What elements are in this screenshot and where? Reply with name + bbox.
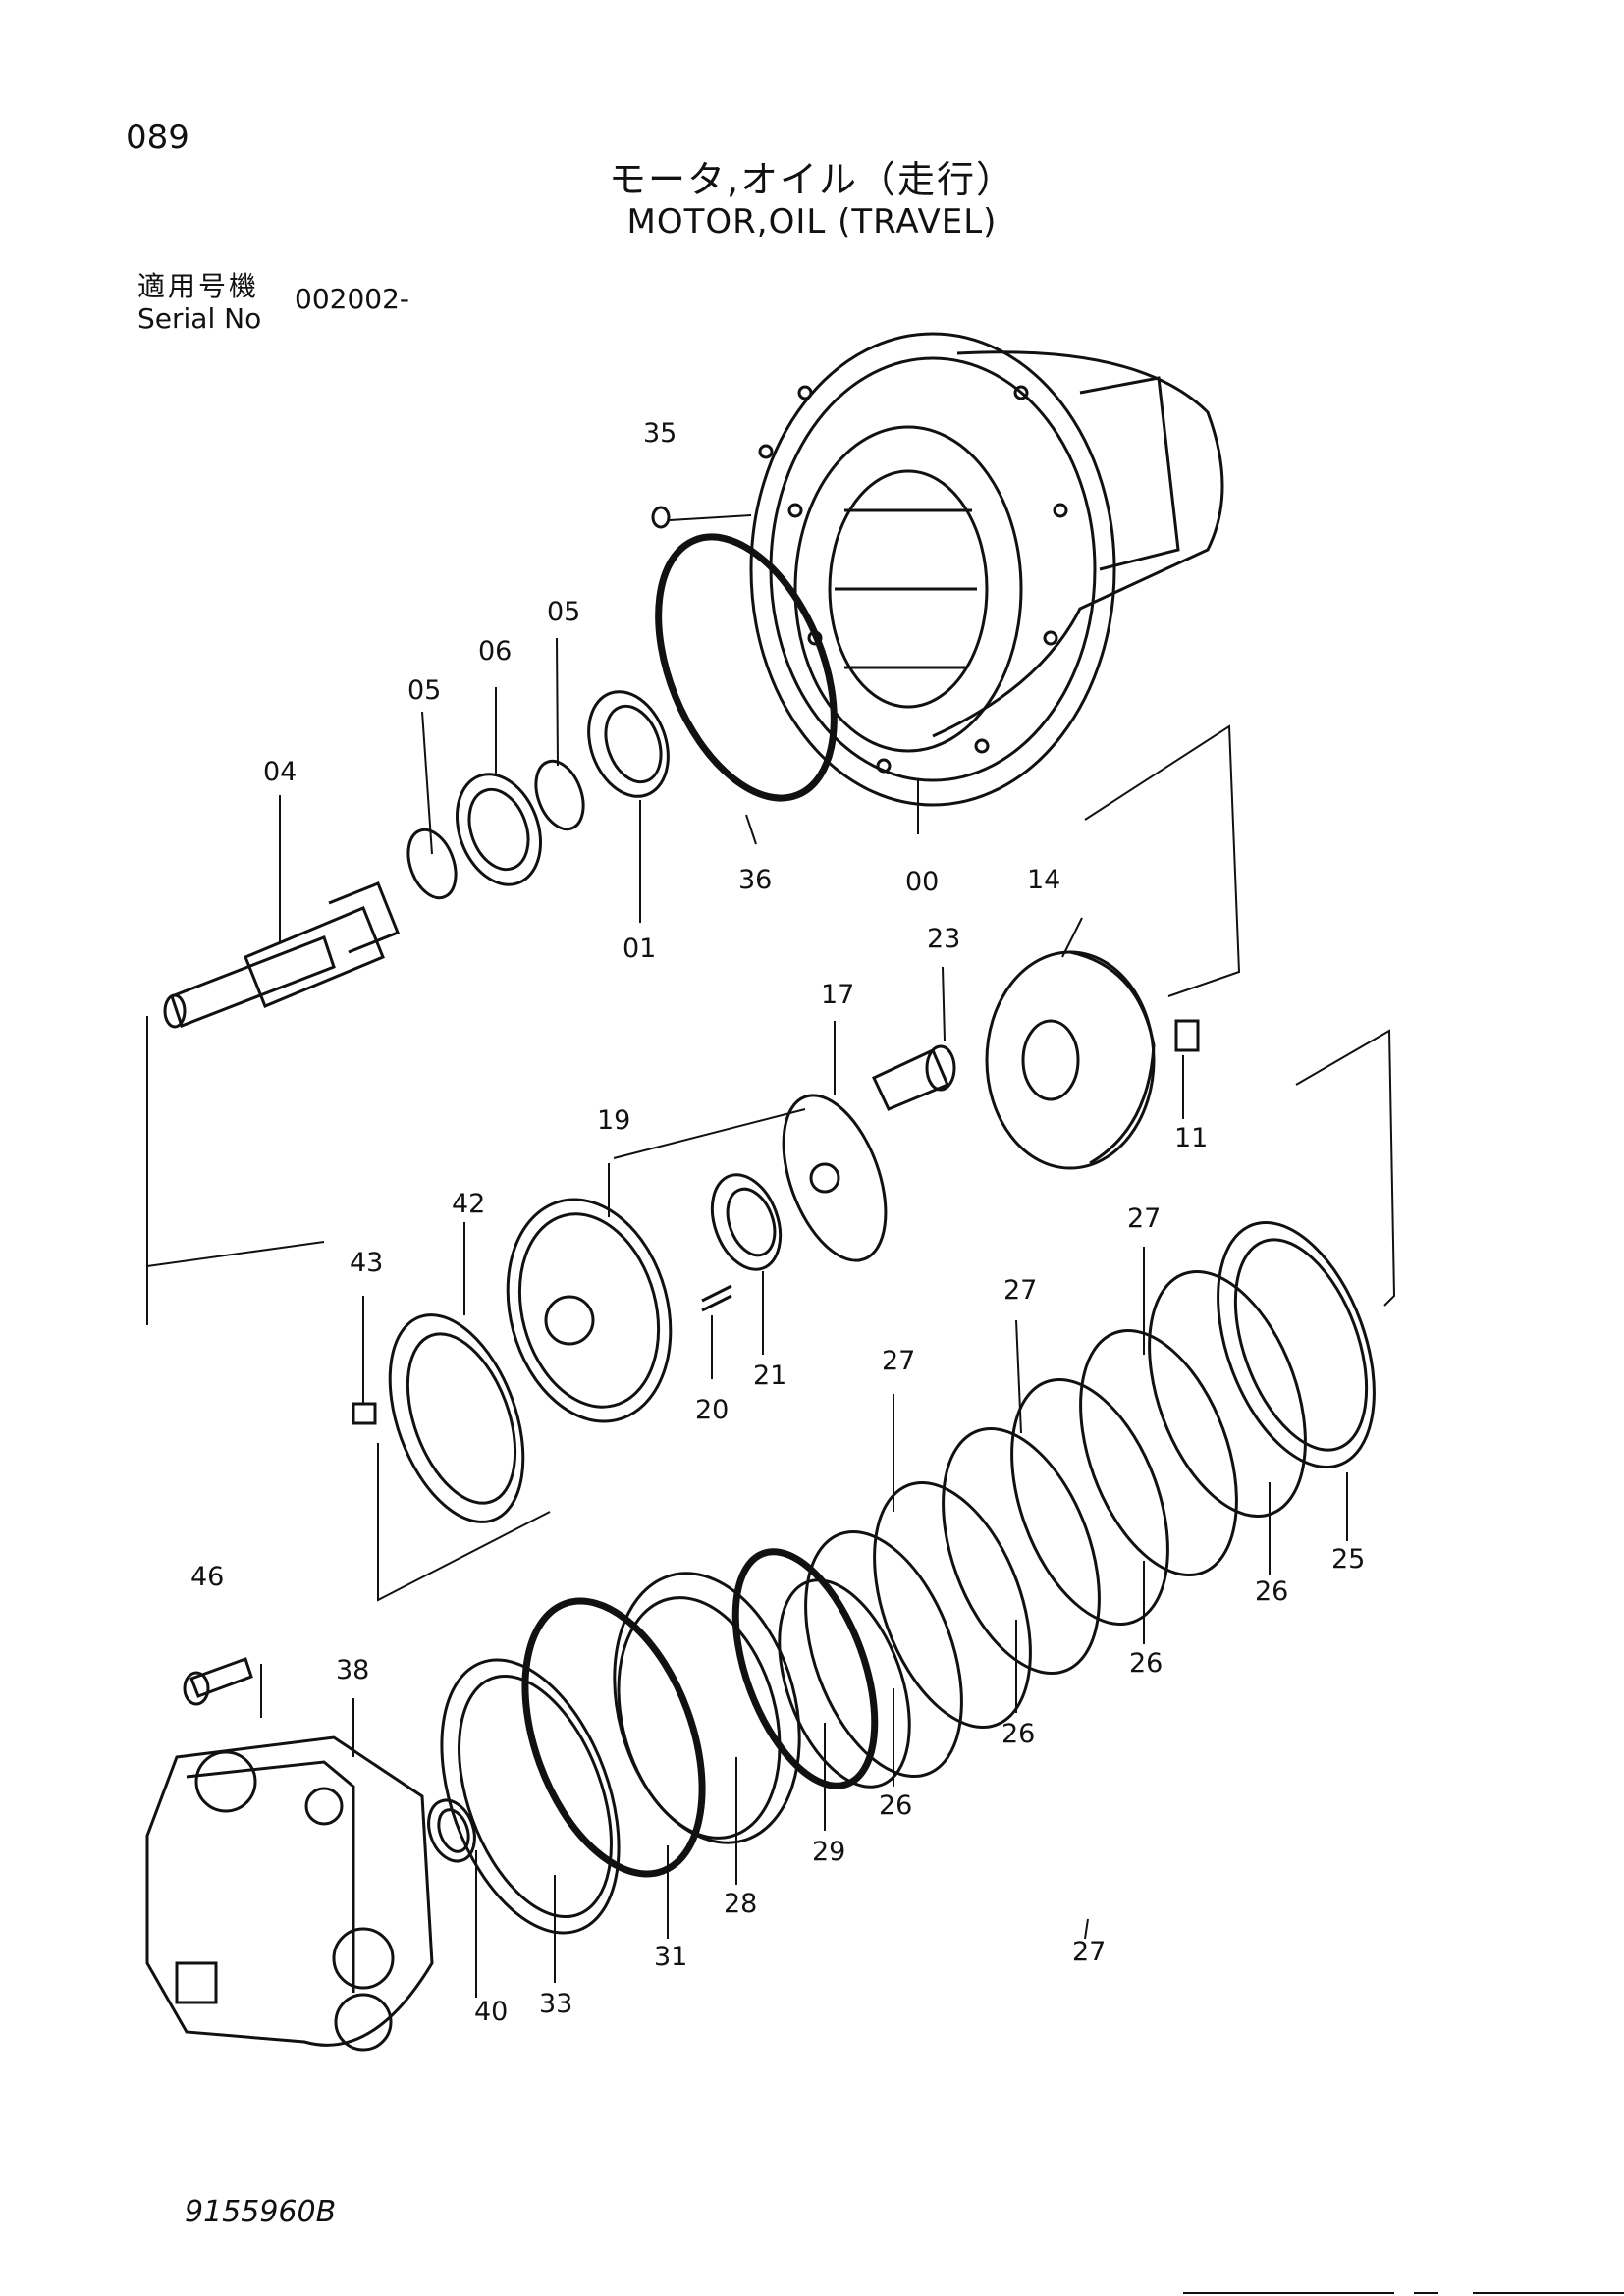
callout-33: 33: [539, 1989, 572, 2019]
callout-27-b: 27: [1003, 1275, 1037, 1306]
callout-11: 11: [1174, 1123, 1208, 1153]
part-26-27-friction-plates: [778, 1270, 1307, 1789]
part-36-o-ring: [655, 533, 838, 802]
part-04-shaft: [163, 881, 400, 1029]
part-29-o-ring: [731, 1548, 879, 1789]
title-english: MOTOR,OIL (TRAVEL): [626, 202, 998, 241]
callout-38: 38: [336, 1655, 369, 1685]
callout-26-a: 26: [1255, 1576, 1288, 1607]
callout-31: 31: [654, 1942, 687, 1972]
callout-43: 43: [350, 1248, 383, 1278]
part-21-bushing: [710, 1173, 783, 1271]
document-number: 9155960B: [185, 2195, 337, 2229]
callout-36: 36: [738, 865, 772, 895]
callout-27-d: 27: [1072, 1937, 1106, 1967]
callout-26-b: 26: [1129, 1648, 1163, 1679]
callout-14: 14: [1027, 865, 1060, 895]
serial-label-english: Serial No: [137, 302, 262, 335]
part-38-valve-casing: [145, 1735, 434, 2052]
callout-46: 46: [190, 1562, 224, 1592]
callout-27-c: 27: [882, 1346, 915, 1376]
part-46-bolt: [183, 1657, 253, 1706]
callout-26-d: 26: [879, 1790, 912, 1821]
part-06-bearing: [455, 773, 543, 886]
page-number: 089: [126, 118, 189, 157]
part-33-plate: [440, 1658, 621, 1935]
part-23-spool: [872, 1044, 956, 1111]
part-42-swash-plate: [388, 1313, 525, 1523]
part-00-housing: [749, 332, 1224, 807]
part-19-cylinder-block: [506, 1198, 673, 1423]
callout-29: 29: [812, 1837, 845, 1867]
part-20-spring: [701, 1284, 732, 1312]
part-35-plug: [651, 506, 671, 529]
part-17-valve-plate: [782, 1094, 888, 1262]
callout-25: 25: [1331, 1544, 1365, 1575]
part-05-snap-ring-lower: [406, 828, 458, 900]
callout-06: 06: [478, 636, 512, 667]
callout-05-upper: 05: [547, 597, 580, 627]
part-40-bearing: [427, 1798, 476, 1863]
callout-01: 01: [623, 934, 656, 964]
callout-05-lower: 05: [407, 675, 441, 706]
part-14-piston: [985, 950, 1156, 1170]
part-05-snap-ring-upper: [534, 759, 585, 831]
part-31-o-ring: [521, 1597, 706, 1878]
callout-28: 28: [724, 1889, 757, 1919]
leader-lines: [146, 514, 1396, 1998]
callout-00: 00: [905, 867, 939, 897]
callout-20: 20: [695, 1395, 729, 1425]
callout-19: 19: [597, 1105, 630, 1136]
part-01-seal: [587, 690, 670, 798]
callout-27-a: 27: [1127, 1203, 1161, 1234]
part-11-pin: [1174, 1019, 1200, 1052]
callout-26-c: 26: [1001, 1719, 1035, 1749]
part-28-piston-brake: [613, 1572, 801, 1844]
callout-labels: 35 05 06 05 04 36 00 01 14 23 17 19 11 4…: [190, 418, 1365, 2027]
callout-40: 40: [474, 1997, 508, 2027]
serial-number-range: 002002-: [295, 283, 409, 315]
callout-35: 35: [643, 418, 677, 449]
callout-23: 23: [927, 924, 960, 954]
title-japanese: モータ,オイル（走行）: [608, 158, 1016, 201]
part-25-plate: [1217, 1221, 1376, 1468]
callout-42: 42: [452, 1189, 485, 1219]
callout-17: 17: [821, 980, 854, 1010]
part-43-pin: [352, 1402, 377, 1425]
callout-21: 21: [753, 1361, 786, 1391]
serial-label-japanese: 適用号機: [137, 270, 260, 302]
callout-04: 04: [263, 757, 297, 787]
